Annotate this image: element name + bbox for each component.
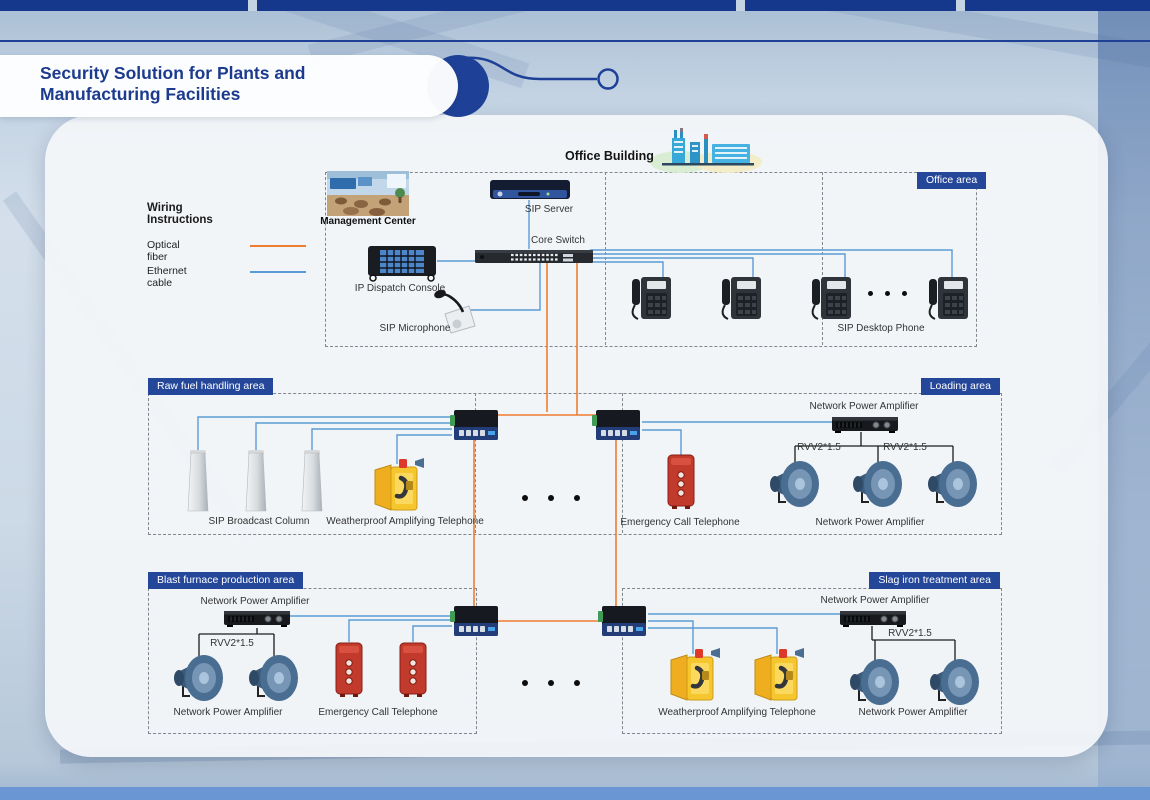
optical-fiber-cables: [473, 263, 620, 622]
network-power-amplifier-loading: [831, 416, 899, 434]
rvv-cable-blast-label: RVV2*1.5: [210, 638, 254, 649]
middle-box-divider-1: [475, 393, 476, 533]
ellipsis-dots-office: [868, 291, 907, 296]
core-switch-device: [473, 248, 595, 265]
ethernet-cables: [197, 200, 953, 654]
ellipsis-dots-middle: [522, 495, 580, 501]
sip-desktop-phone-3: [811, 276, 852, 320]
blast-furnace-area-badge: Blast furnace production area: [148, 572, 304, 589]
top-navy-bar: [0, 0, 1150, 11]
industrial-switch-loading: [592, 410, 640, 440]
slag-iron-box: [622, 588, 1002, 734]
bottom-blue-bar: [0, 787, 1150, 800]
ip-dispatch-console-label: IP Dispatch Console: [354, 283, 446, 294]
legend-ethernet-label: Ethernet cable: [147, 265, 187, 289]
emergency-telephone-blast-label: Emergency Call Telephone: [318, 707, 438, 718]
sip-desktop-phone-1: [631, 276, 672, 320]
management-center-label: Management Center: [320, 216, 416, 227]
horn-speaker-slag-2: [929, 658, 980, 706]
amplifier-slag-label: Network Power Amplifier: [820, 595, 930, 606]
industrial-switch-blast-furnace: [450, 606, 498, 636]
core-switch-label: Core Switch: [531, 235, 585, 246]
weatherproof-telephone-slag-label: Weatherproof Amplifying Telephone: [658, 707, 816, 718]
speakers-slag-label: Network Power Amplifier: [858, 707, 968, 718]
sip-desktop-phone-4: [928, 276, 969, 320]
office-area-badge: Office area: [917, 172, 987, 189]
rvv-cable-loading-label-2: RVV2*1.5: [883, 442, 927, 453]
rvv-cable-loading-label-1: RVV2*1.5: [797, 442, 841, 453]
broadcast-column-label: SIP Broadcast Column: [208, 516, 310, 527]
speakers-loading-label: Network Power Amplifier: [815, 517, 925, 528]
ellipsis-dots-bottom: [522, 680, 580, 686]
office-building-icon: [650, 128, 762, 173]
sip-microphone-label: SIP Microphone: [379, 323, 451, 334]
amplifier-loading-label: Network Power Amplifier: [809, 401, 919, 412]
sip-broadcast-column-2: [245, 449, 267, 512]
slag-iron-area-badge: Slag iron treatment area: [869, 572, 1000, 589]
horn-speaker-blast-2: [248, 654, 299, 702]
header-curve: [461, 56, 619, 90]
network-power-amplifier-blast: [223, 610, 291, 628]
blast-furnace-box: [148, 588, 477, 734]
middle-areas-box: [148, 393, 1002, 535]
page-title-line2: Manufacturing Facilities: [40, 84, 241, 104]
office-building-box: [325, 172, 977, 347]
office-building-title: Office Building: [565, 149, 654, 163]
weatherproof-telephone-slag-1: [671, 648, 720, 700]
header-ring-icon: [597, 68, 619, 90]
page-title-line1: Security Solution for Plants and: [40, 63, 306, 83]
sip-broadcast-column-1: [187, 449, 209, 512]
ip-dispatch-console-device: [367, 245, 437, 282]
horn-speaker-slag-1: [849, 658, 900, 706]
ethernet-sample-line: [250, 271, 306, 273]
header-rule: [0, 40, 1150, 42]
weatherproof-telephone-raw-fuel: [375, 458, 424, 510]
weatherproof-telephone-raw-label: Weatherproof Amplifying Telephone: [326, 516, 484, 527]
emergency-telephone-loading-label: Emergency Call Telephone: [620, 517, 740, 528]
horn-speaker-loading-3: [927, 460, 978, 508]
legend-title: Wiring Instructions: [147, 202, 213, 226]
industrial-switch-raw-fuel: [450, 410, 498, 440]
horn-speaker-loading-2: [852, 460, 903, 508]
optical-fiber-sample-line: [250, 245, 306, 247]
emergency-telephone-loading: [667, 454, 695, 510]
management-center-photo: [327, 171, 409, 216]
sip-broadcast-column-3: [301, 449, 323, 512]
emergency-telephone-blast-1: [335, 642, 363, 698]
horn-speaker-loading-1: [769, 460, 820, 508]
office-box-divider-2: [822, 172, 823, 345]
page-title: Security Solution for Plants and Manufac…: [40, 63, 305, 105]
amplifier-blast-label: Network Power Amplifier: [200, 596, 310, 607]
sip-desktop-phone-label: SIP Desktop Phone: [837, 323, 925, 334]
sip-server-label: SIP Server: [524, 204, 574, 215]
middle-box-divider-2: [622, 393, 623, 533]
speakers-blast-label: Network Power Amplifier: [173, 707, 283, 718]
horn-speaker-blast-1: [173, 654, 224, 702]
sip-desktop-phone-2: [721, 276, 762, 320]
loading-area-badge: Loading area: [920, 378, 1000, 395]
title-band: Security Solution for Plants and Manufac…: [0, 55, 458, 117]
weatherproof-telephone-slag-2: [755, 648, 804, 700]
raw-fuel-area-badge: Raw fuel handling area: [148, 378, 274, 395]
network-power-amplifier-slag: [839, 610, 907, 628]
speaker-cables: [198, 432, 956, 662]
emergency-telephone-blast-2: [399, 642, 427, 698]
rvv-cable-slag-label: RVV2*1.5: [888, 628, 932, 639]
industrial-switch-slag-iron: [598, 606, 646, 636]
legend-optical-fiber-label: Optical fiber: [147, 239, 180, 263]
diagram-panel: [45, 115, 1108, 757]
sip-server-device: [490, 180, 570, 199]
